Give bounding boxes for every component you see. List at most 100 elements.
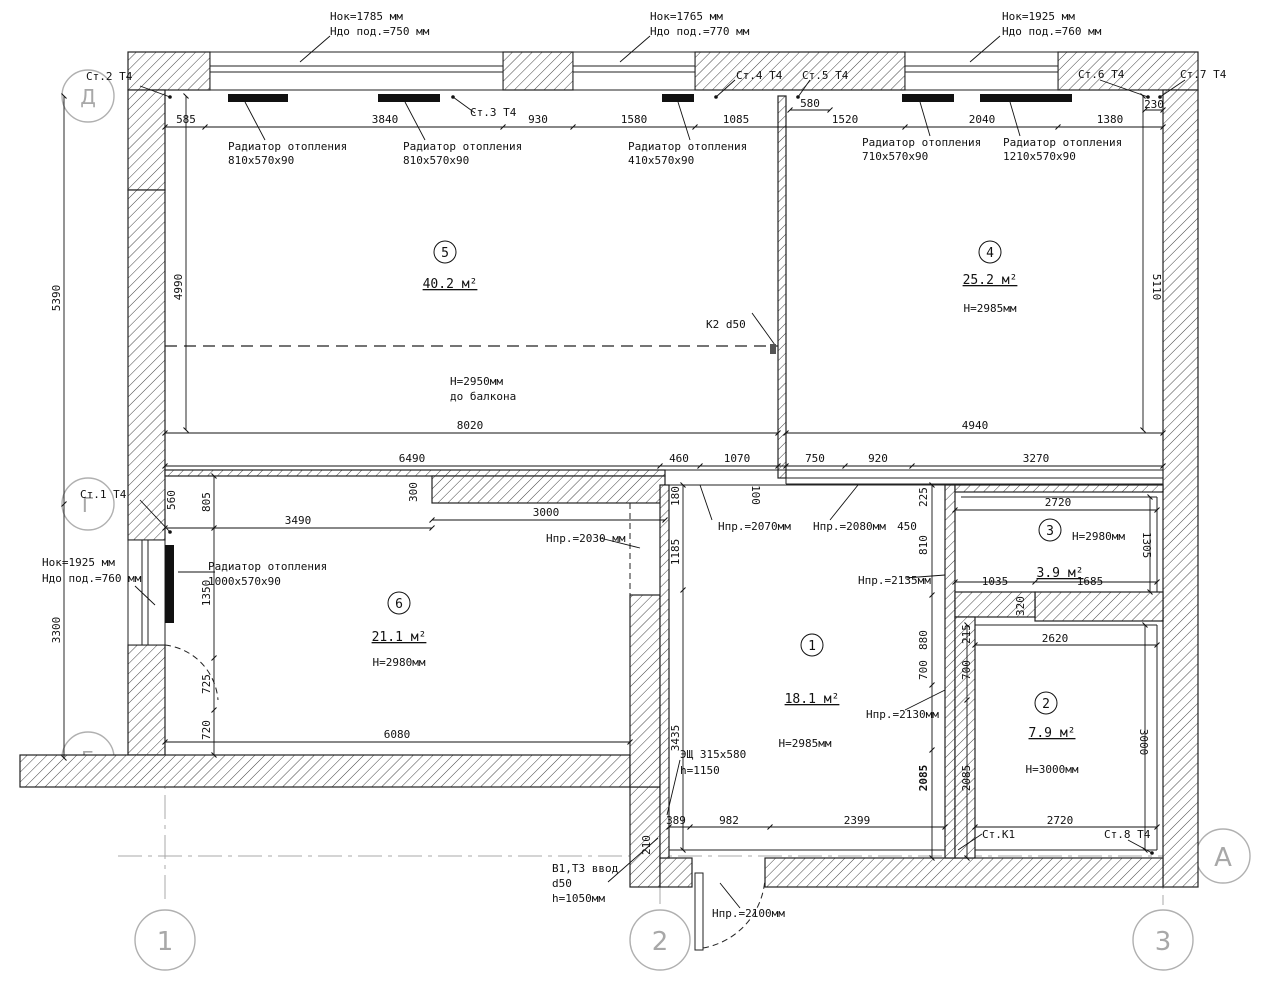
radiator-4-label: Радиатор отопления xyxy=(862,136,981,149)
riser-st6: Ст.6 Т4 xyxy=(1078,68,1125,81)
room-5-number: 5 xyxy=(441,246,449,261)
window-2-height: Hок=1765 мм xyxy=(650,10,723,23)
dim-560: 560 xyxy=(165,490,178,510)
dim-450: 450 xyxy=(897,520,917,533)
room-3-number: 3 xyxy=(1046,524,1054,539)
radiator-4-size: 710х570х90 xyxy=(862,150,928,163)
dim-6080: 6080 xyxy=(384,728,411,741)
dim-300: 300 xyxy=(407,482,420,502)
room-4-number: 4 xyxy=(986,246,994,261)
door-height-5: Hпр.=2130мм xyxy=(866,708,939,721)
dim-3840: 3840 xyxy=(372,113,399,126)
dim-3490: 3490 xyxy=(285,514,312,527)
dim-2085-left: 2085 xyxy=(917,765,930,792)
window-4-sill: Hдо под.=760 мм xyxy=(42,572,142,585)
dim-982: 982 xyxy=(719,814,739,827)
dim-3000-h: 3000 xyxy=(533,506,560,519)
dim-460: 460 xyxy=(669,452,689,465)
window-2-sill: Hдо под.=770 мм xyxy=(650,25,750,38)
window-3-height: Hок=1925 мм xyxy=(1002,10,1075,23)
room-4-height: H=2985мм xyxy=(964,302,1017,315)
axis-label-d: Д xyxy=(80,85,96,109)
dim-1305: 1305 xyxy=(1140,532,1153,559)
room-2-marker xyxy=(1034,691,1058,715)
room-6-marker xyxy=(387,591,411,615)
dim-700-left: 700 xyxy=(917,660,930,680)
axis-label-3: 3 xyxy=(1155,927,1172,957)
room-2-height: H=3000мм xyxy=(1026,763,1079,776)
dim-920: 920 xyxy=(868,452,888,465)
riser-st4: Ст.4 Т4 xyxy=(736,69,783,82)
door-height-3: Hпр.=2030 мм xyxy=(546,532,626,545)
door-height-4: Hпр.=2135мм xyxy=(858,574,931,587)
dim-230: 230 xyxy=(1144,98,1164,111)
dim-5390: 5390 xyxy=(50,285,63,312)
dim-3000-v: 3000 xyxy=(1137,729,1150,756)
dim-215: 215 xyxy=(960,624,973,644)
room-6: 6 21.1 м² H=2980мм xyxy=(372,591,427,669)
dim-320: 320 xyxy=(1014,596,1027,616)
dim-1380: 1380 xyxy=(1097,113,1124,126)
riser-st2: Ст.2 Т4 xyxy=(86,70,133,83)
radiator-5-size: 1210х570х90 xyxy=(1003,150,1076,163)
room-5-marker xyxy=(433,240,457,264)
radiator-3-label: Радиатор отопления xyxy=(628,140,747,153)
window-1-height: Hок=1785 мм xyxy=(330,10,403,23)
dim-2620: 2620 xyxy=(1042,632,1069,645)
room-1: 1 18.1 м² H=2985мм xyxy=(779,633,839,750)
dimension-text: 585 3840 930 1580 1085 580 1520 2040 138… xyxy=(50,97,1164,855)
window-3-sill: Hдо под.=760 мм xyxy=(1002,25,1102,38)
dim-2720-top: 2720 xyxy=(1045,496,1072,509)
inlet-diameter: d50 xyxy=(552,877,572,890)
dim-1085: 1085 xyxy=(723,113,750,126)
radiator-1-size: 810х570х90 xyxy=(228,154,294,167)
room-4-area: 25.2 м² xyxy=(963,273,1018,288)
room-5-area: 40.2 м² xyxy=(423,277,478,292)
dim-225: 225 xyxy=(917,487,930,507)
leader-lines xyxy=(134,35,1186,909)
room-5: 5 40.2 м² H=2950мм до балкона xyxy=(423,240,516,403)
dim-180: 180 xyxy=(669,486,682,506)
room-2-area: 7.9 м² xyxy=(1029,726,1076,741)
dim-1070: 1070 xyxy=(724,452,751,465)
riser-st8: Ст.8 Т4 xyxy=(1104,828,1151,841)
radiator-3-size: 410х570х90 xyxy=(628,154,694,167)
dim-930: 930 xyxy=(528,113,548,126)
dim-4940: 4940 xyxy=(962,419,989,432)
riser-st1: Ст.1 Т4 xyxy=(80,488,127,501)
dim-2720-bottom: 2720 xyxy=(1047,814,1074,827)
dim-725: 725 xyxy=(200,674,213,694)
axis-label-1: 1 xyxy=(157,927,174,957)
radiator-1-label: Радиатор отопления xyxy=(228,140,347,153)
dimension-lines xyxy=(64,93,1166,861)
room-3-area: 3.9 м² xyxy=(1037,566,1084,581)
radiators xyxy=(165,94,1072,623)
room-3-height: H=2980мм xyxy=(1072,530,1125,543)
window-1-sill: Hдо под.=750 мм xyxy=(330,25,430,38)
inlet-label: В1,Т3 ввод xyxy=(552,862,619,875)
door-height-6: Hпр.=2100мм xyxy=(712,907,785,920)
sewer-k2-label: К2 d50 xyxy=(706,318,746,331)
room-3-marker xyxy=(1038,518,1062,542)
dim-5110: 5110 xyxy=(1150,274,1163,301)
axis-label-2: 2 xyxy=(652,927,669,957)
dim-750: 750 xyxy=(805,452,825,465)
windows xyxy=(127,51,1059,646)
room-2-number: 2 xyxy=(1042,697,1050,712)
dim-2085-right: 2085 xyxy=(960,765,973,792)
room-3: 3 3.9 м² H=2980мм xyxy=(1037,518,1125,581)
dim-1035: 1035 xyxy=(982,575,1009,588)
room-1-marker xyxy=(800,633,824,657)
room-6-area: 21.1 м² xyxy=(372,630,427,645)
room-1-number: 1 xyxy=(808,639,816,654)
dim-3435: 3435 xyxy=(669,725,682,752)
radiator-5-label: Радиатор отопления xyxy=(1003,136,1122,149)
riser-st3: Ст.3 Т4 xyxy=(470,106,517,119)
dim-805: 805 xyxy=(200,492,213,512)
door-height-1: Hпр.=2070мм xyxy=(718,520,791,533)
room-4: 4 25.2 м² H=2985мм xyxy=(963,240,1018,315)
dim-720: 720 xyxy=(200,720,213,740)
dim-585: 585 xyxy=(176,113,196,126)
riser-st7: Ст.7 Т4 xyxy=(1180,68,1227,81)
radiator-6-label: Радиатор отопления xyxy=(208,560,327,573)
